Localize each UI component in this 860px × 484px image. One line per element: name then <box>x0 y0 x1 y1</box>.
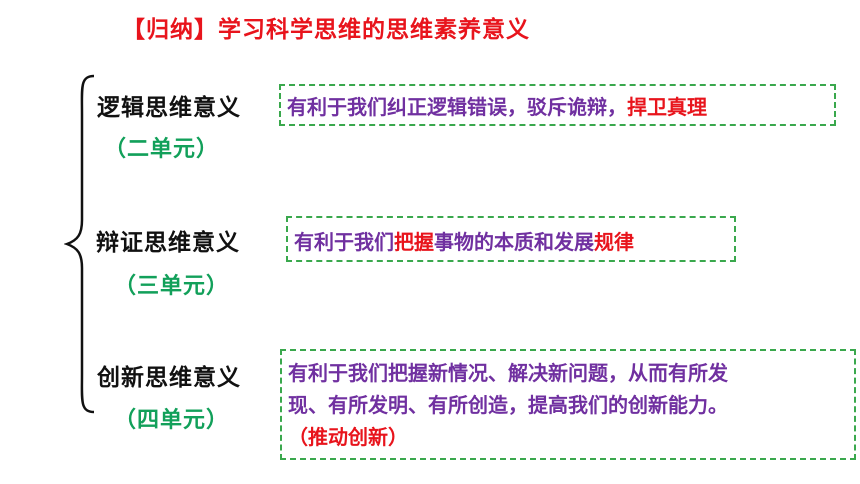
highlight-text: 把握 <box>394 230 434 254</box>
curly-brace <box>64 74 95 414</box>
unit-label-dialectic: （三单元） <box>114 274 230 299</box>
description-text: 事物的本质和发展 <box>434 230 594 254</box>
highlight-text: 捍卫真理 <box>627 95 707 119</box>
description-text: 有利于我们 <box>294 230 394 254</box>
description-box-logic: 有利于我们纠正逻辑错误，驳斥诡辩，捍卫真理 <box>279 84 836 126</box>
category-innovation: 创新思维意义 <box>97 365 241 391</box>
category-logic: 逻辑思维意义 <box>97 95 241 121</box>
page-title: 【归纳】学习科学思维的思维素养意义 <box>122 17 530 43</box>
unit-label-logic: （二单元） <box>104 137 220 162</box>
description-line: 现、有所发明、有所创造，提高我们的创新能力。 <box>288 393 728 417</box>
description-text: 有利于我们纠正逻辑错误，驳斥诡辩， <box>287 95 627 119</box>
description-box-dialectic: 有利于我们把握事物的本质和发展规律 <box>286 216 736 262</box>
unit-label-innovation: （四单元） <box>114 408 230 433</box>
description-box-innovation: 有利于我们把握新情况、解决新问题，从而有所发 现、有所发明、有所创造，提高我们的… <box>280 349 856 460</box>
category-dialectic: 辩证思维意义 <box>96 230 240 256</box>
highlight-line: （推动创新） <box>288 425 408 449</box>
highlight-text: 规律 <box>594 230 634 254</box>
description-line: 有利于我们把握新情况、解决新问题，从而有所发 <box>288 361 728 385</box>
